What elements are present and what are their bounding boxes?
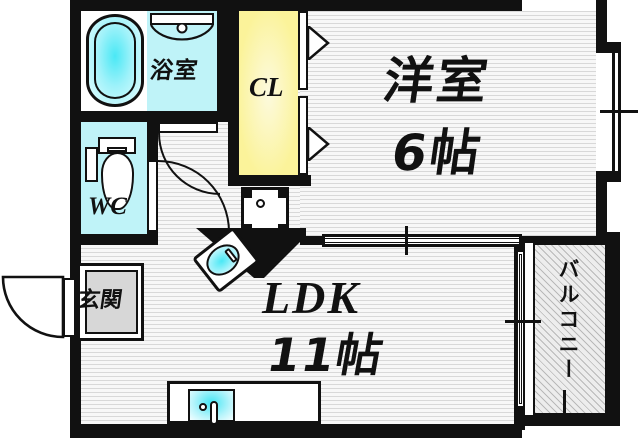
- kitchen-sink-drain-icon: [199, 403, 207, 411]
- room-label-wc: WC: [88, 193, 127, 220]
- room-label-genkan: 玄関: [76, 288, 124, 313]
- wc-door-panel[interactable]: [147, 160, 158, 232]
- wall-wc-bottom: [70, 234, 158, 245]
- toilet-tank-lid: [107, 147, 127, 152]
- balcony-outer-rail: [607, 232, 620, 426]
- wall-right-mid: [596, 182, 607, 244]
- toilet-paper-holder: [85, 147, 98, 182]
- closet-door-arrow-lower-icon: [308, 127, 330, 161]
- balcony-sliding-door-leaf[interactable]: [519, 254, 522, 404]
- wall-top-outer: [70, 0, 522, 11]
- bath-door-panel[interactable]: [158, 122, 218, 133]
- wall-bottom-outer: [70, 424, 522, 438]
- washer-pan-corner-tr: [278, 190, 286, 198]
- wall-ldk-yoshitsu-left-stub: [300, 236, 322, 245]
- room-genkan: [85, 270, 138, 334]
- wall-bath-right: [217, 0, 228, 122]
- bathtub-inner-ledge: [94, 22, 136, 99]
- balcony-bottom-rail: [514, 415, 620, 426]
- room-closet: [239, 11, 298, 175]
- bay-window-top-return: [596, 42, 620, 53]
- room-size-ldk: 11帖: [263, 328, 389, 382]
- room-yoshitsu: [300, 11, 596, 236]
- toilet-bowl: [101, 152, 134, 210]
- entrance-door-swing-arc: [1, 275, 65, 339]
- room-label-cl: CL: [249, 72, 284, 102]
- bay-window-bottom-return: [596, 171, 620, 182]
- bath-basin-icon: [150, 24, 214, 41]
- wall-bath-bottom: [70, 111, 228, 122]
- room-balcony: [533, 243, 607, 415]
- room-size-yoshitsu: 6帖: [387, 124, 487, 182]
- washer-pan-drain-icon: [256, 199, 265, 208]
- wall-closet-bottom: [228, 175, 311, 186]
- wall-right-upper: [596, 0, 607, 42]
- room-label-yoshitsu: 洋室: [379, 52, 495, 110]
- closet-door-panel-upper[interactable]: [298, 11, 308, 90]
- closet-door-arrow-upper-icon: [308, 26, 330, 60]
- balcony-partition-tick: [563, 390, 566, 415]
- room-label-yokushitsu: 浴室: [148, 58, 200, 84]
- wall-closet-left: [228, 0, 239, 186]
- bay-window-mullion: [600, 110, 638, 113]
- wall-left-outer: [70, 0, 81, 438]
- balcony-door-mullion: [505, 320, 541, 323]
- room-label-balcony: バルコニー: [556, 258, 580, 383]
- ldk-partition-door-leaf[interactable]: [324, 238, 520, 243]
- washer-pan-corner-tl: [244, 190, 252, 198]
- wall-yoshitsu-right-return: [514, 232, 607, 243]
- closet-door-panel-lower[interactable]: [298, 96, 308, 175]
- kitchen-faucet: [210, 401, 218, 425]
- room-label-ldk: LDK: [262, 272, 360, 323]
- ldk-partition-mullion: [405, 226, 408, 255]
